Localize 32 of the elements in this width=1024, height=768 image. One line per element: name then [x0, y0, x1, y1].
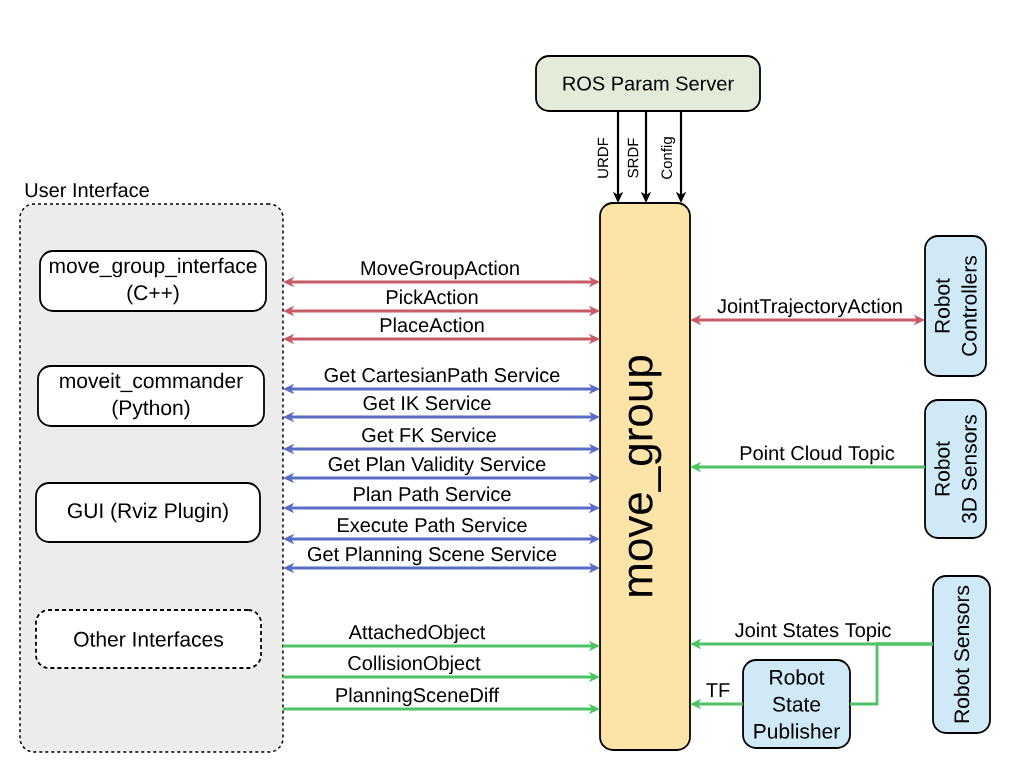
edge-label: Execute Path Service	[338, 517, 527, 533]
rounded-box: move_group_interface (C++)	[39, 250, 267, 312]
edge-label: Config	[661, 137, 675, 179]
edge-label: CollisionObject	[348, 655, 481, 675]
rounded-box: moveit_commander (Python)	[37, 365, 265, 427]
edge-label: AttachedObject	[348, 624, 486, 644]
edge-label: Point Cloud Topic	[740, 445, 895, 465]
edge-label: Plan Path Service	[354, 486, 511, 502]
edge-label: TF	[706, 683, 730, 697]
rounded-box: Robot Controllers	[924, 235, 987, 377]
panel-heading: User Interface	[25, 182, 149, 198]
edge-label: URDF	[597, 137, 609, 178]
edge-label: Get CartesianPath Service	[324, 367, 560, 383]
edge-label: Get Plan Validity Service	[328, 456, 546, 476]
rounded-box: GUI (Rviz Plugin)	[35, 482, 261, 543]
edge-label: Get Planning Scene Service	[307, 546, 557, 566]
rounded-box: Robot Sensors	[932, 575, 991, 734]
edge-label: PlaceAction	[380, 317, 484, 333]
edge-label: JointTrajectoryAction	[717, 298, 902, 318]
connector-line	[850, 642, 933, 706]
dashed-box: Other Interfaces	[35, 609, 262, 669]
edge-label: MoveGroupAction	[361, 260, 519, 280]
edge-label: Get IK Service	[363, 395, 491, 411]
rounded-box: ROS Param Server	[535, 55, 761, 112]
edge-label: Joint States Topic	[734, 622, 891, 642]
edge-label: PlanningSceneDiff	[336, 687, 500, 707]
edge-label: Get FK Service	[362, 427, 496, 443]
rounded-box: Robot State Publisher	[742, 659, 851, 749]
edge-label: PickAction	[386, 289, 478, 305]
rounded-box: Robot 3D Sensors	[924, 399, 987, 539]
edge-label: SRDF	[627, 138, 639, 178]
tall-box: move_group	[599, 202, 691, 751]
